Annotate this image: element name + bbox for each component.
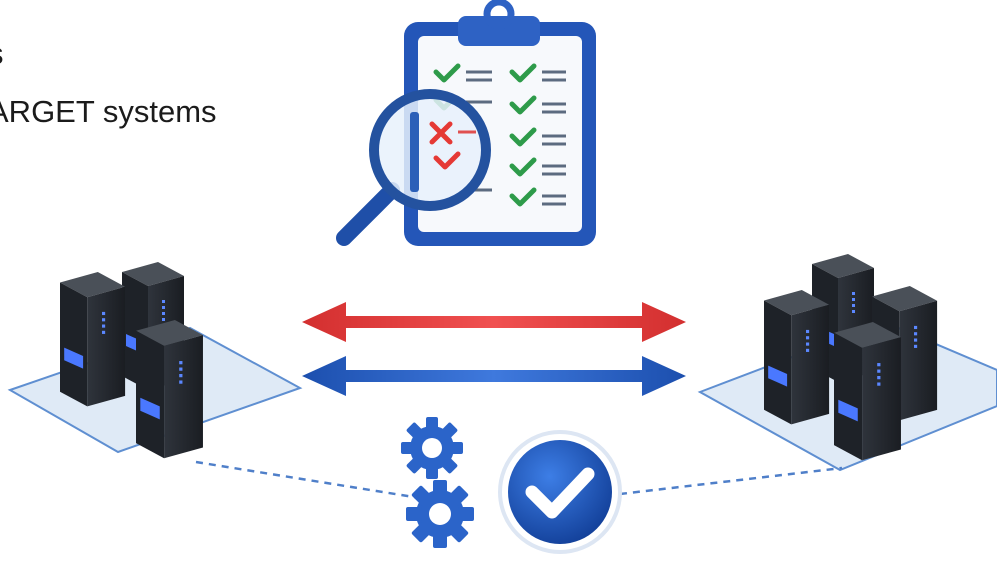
magnifier-icon bbox=[336, 89, 491, 246]
bidirectional-arrow-blue bbox=[302, 356, 686, 396]
checkmark-badge-icon bbox=[498, 430, 622, 554]
dashed-connector bbox=[195, 460, 843, 500]
source-server-cluster bbox=[7, 262, 303, 459]
target-server-cluster bbox=[697, 254, 997, 472]
bidirectional-arrow-red bbox=[302, 302, 686, 342]
target-systems-text: ARGET systems bbox=[0, 94, 217, 129]
gear-icon bbox=[401, 417, 463, 479]
heading-fragment: s bbox=[0, 38, 4, 69]
gear-icon bbox=[406, 480, 474, 548]
